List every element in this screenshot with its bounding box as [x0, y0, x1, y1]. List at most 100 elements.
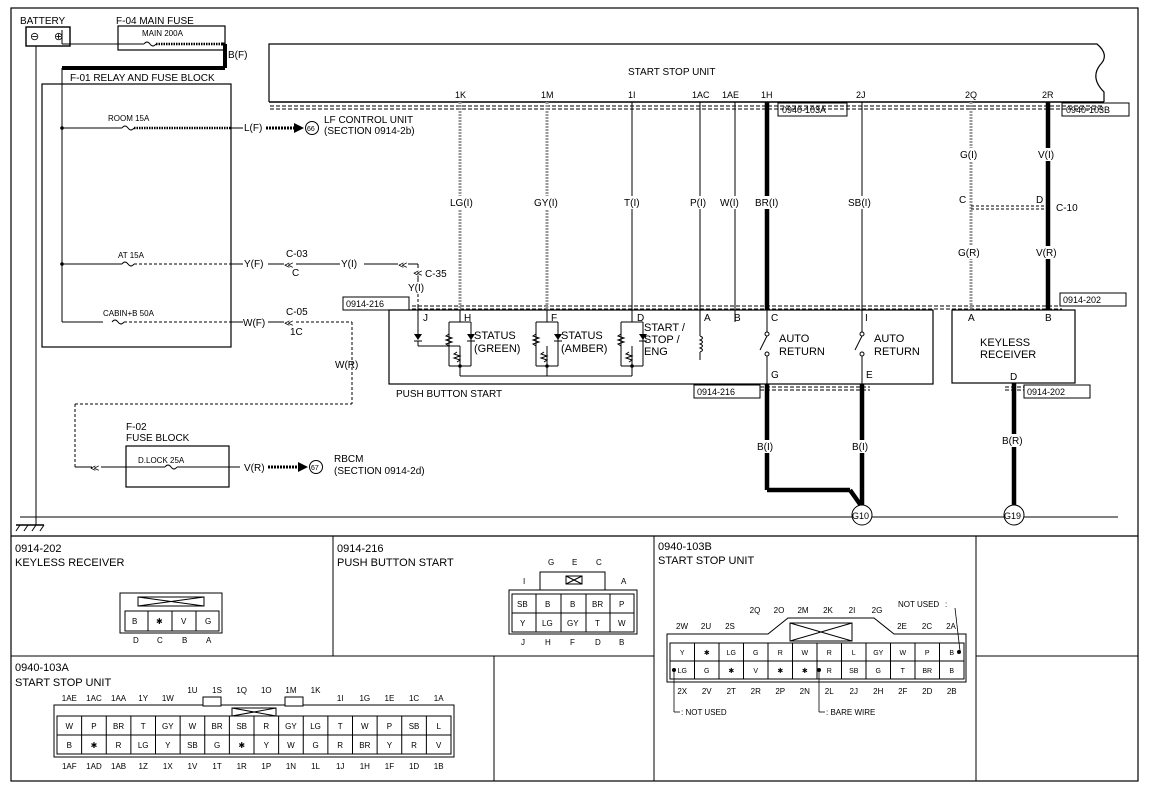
pin-cell: W — [189, 722, 197, 731]
svg-text:C-05: C-05 — [286, 307, 308, 318]
svg-text:GY: GY — [567, 619, 579, 628]
svg-text:F-01 RELAY AND FUSE BLOCK: F-01 RELAY AND FUSE BLOCK — [70, 73, 215, 84]
svg-text:AUTO: AUTO — [874, 333, 905, 345]
svg-text:F: F — [551, 313, 557, 324]
pin-cell: LG — [678, 668, 687, 675]
pin-label: 2H — [873, 687, 883, 696]
pin-cell: SB — [187, 741, 198, 750]
svg-text:≪: ≪ — [90, 463, 99, 473]
pin-cell: R — [778, 650, 783, 657]
pin-label: 2D — [922, 687, 932, 696]
relay-fuse-block — [41, 83, 232, 348]
status-amber-led — [531, 310, 562, 376]
pin-label: 1Z — [139, 762, 148, 771]
svg-text:C: C — [596, 558, 602, 567]
pin-cell: LG — [138, 741, 149, 750]
pin-label: 2F — [898, 687, 907, 696]
pin-label: 2L — [825, 687, 834, 696]
pin-cell: W — [287, 741, 295, 750]
pin-label: 1AA — [111, 694, 127, 703]
svg-text:P: P — [619, 600, 624, 609]
svg-text:PUSH BUTTON START: PUSH BUTTON START — [337, 557, 454, 569]
svg-text:Y: Y — [520, 619, 526, 628]
svg-text:START STOP UNIT: START STOP UNIT — [658, 555, 754, 567]
pin-cell: ✱ — [91, 741, 98, 750]
pin-cell: B — [67, 741, 72, 750]
svg-text:0940-103B: 0940-103B — [658, 541, 712, 553]
pin-label: 2J — [850, 687, 858, 696]
svg-text:0914-216: 0914-216 — [697, 387, 735, 397]
svg-text:BR: BR — [592, 600, 603, 609]
pin-label: 1K — [311, 686, 321, 695]
pin-cell: G — [704, 668, 709, 675]
pin-cell: L — [436, 722, 441, 731]
svg-text:W(R): W(R) — [335, 360, 358, 371]
pin-cell: SB — [236, 722, 247, 731]
svg-text:1AC: 1AC — [692, 90, 710, 100]
svg-text:E: E — [572, 558, 577, 567]
pin-label: 2W — [676, 622, 688, 631]
svg-text:START /: START / — [644, 322, 686, 334]
pin-label: 2K — [823, 606, 833, 615]
pin-label: 1F — [385, 762, 394, 771]
pin-label: 2B — [947, 687, 957, 696]
pin-label: 2U — [701, 622, 711, 631]
svg-text:67: 67 — [311, 465, 319, 472]
pin-cell: W — [66, 722, 74, 731]
pin-label: 1AD — [86, 762, 102, 771]
svg-text:ROOM 15A: ROOM 15A — [108, 114, 150, 123]
svg-text:2Q: 2Q — [965, 90, 977, 100]
pin-label: 1X — [163, 762, 173, 771]
svg-text:B: B — [619, 638, 624, 647]
pin-cell: ✱ — [777, 667, 783, 675]
connector-panel-0914-202: 0914-202 KEYLESS RECEIVER B ✱ V G D C B … — [15, 543, 223, 645]
svg-text:2J: 2J — [856, 90, 866, 100]
pin-cell: G — [876, 668, 881, 675]
pin-label: 2R — [751, 687, 761, 696]
pin-label: 1M — [285, 686, 296, 695]
svg-text:B: B — [182, 636, 187, 645]
svg-text:STATUS: STATUS — [474, 330, 516, 342]
auto-return-switch-1 — [759, 310, 770, 384]
connector-panel-0940-103b: 0940-103B START STOP UNIT NOT USED : : N… — [658, 541, 967, 717]
ground-g19: G19 — [1003, 504, 1025, 526]
main-fuse: F-04 MAIN FUSE MAIN 200A — [116, 16, 226, 51]
diagram-frame — [10, 7, 1139, 782]
pin-cell: B — [949, 650, 954, 657]
pin-label: 1W — [162, 694, 174, 703]
svg-text:START STOP UNIT: START STOP UNIT — [15, 677, 111, 689]
pin-label: 1D — [409, 762, 419, 771]
svg-text:G: G — [205, 617, 211, 626]
pin-label: 1Y — [138, 694, 148, 703]
pin-label: 1AB — [111, 762, 126, 771]
svg-text:I: I — [523, 577, 525, 586]
svg-text:RETURN: RETURN — [874, 346, 920, 358]
svg-text:F-02: F-02 — [126, 422, 147, 433]
svg-text:0914-216: 0914-216 — [346, 299, 384, 309]
pin-cell: G — [214, 741, 220, 750]
pin-cell: SB — [849, 668, 859, 675]
svg-text::: : — [945, 600, 947, 609]
svg-text:(GREEN): (GREEN) — [474, 343, 520, 355]
svg-text:0914-216: 0914-216 — [337, 543, 384, 555]
svg-text:66: 66 — [307, 126, 315, 133]
pin-cell: W — [801, 650, 808, 657]
svg-text:C-35: C-35 — [425, 269, 447, 280]
svg-text:1H: 1H — [761, 90, 773, 100]
pin-label: 2Q — [750, 606, 761, 615]
svg-text:A: A — [206, 636, 212, 645]
pin-cell: G — [753, 650, 758, 657]
pin-label: 2E — [897, 622, 907, 631]
svg-text:T: T — [595, 619, 600, 628]
pin-cell: BR — [359, 741, 370, 750]
svg-text:H: H — [545, 638, 551, 647]
pin-cell: Y — [680, 650, 685, 657]
pin-cell: R — [411, 741, 417, 750]
svg-text:0940-103B: 0940-103B — [1066, 105, 1110, 115]
svg-text:G: G — [771, 370, 779, 381]
svg-text:≪: ≪ — [284, 260, 293, 270]
pin-cell: LG — [310, 722, 321, 731]
svg-text:0914-202: 0914-202 — [1063, 295, 1101, 305]
pin-cell: R — [116, 741, 122, 750]
svg-text:A: A — [968, 313, 975, 324]
